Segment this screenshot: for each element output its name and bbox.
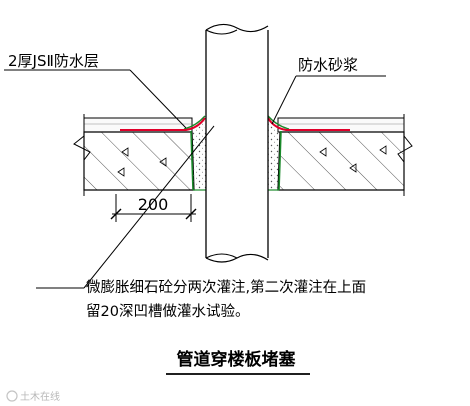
leader-grout-note: 微膨胀细石砼分两次灌注,第二次灌注在上面 留20深凹槽做灌水试验。 [36, 125, 366, 320]
pipe [205, 23, 269, 263]
leader-mortar: 防水砂浆 [271, 56, 386, 125]
dimension-label: 200 [138, 195, 169, 214]
micro-expansion-grout [183, 115, 290, 191]
leader-membrane: 2厚JSⅡ防水层 [4, 52, 187, 129]
diagram-title: 管道穿楼板堵塞 [166, 349, 310, 375]
membrane-label: 2厚JSⅡ防水层 [8, 52, 99, 70]
left-floor-slab [73, 114, 195, 196]
dimension-200: 200 [110, 194, 197, 222]
watermark: 土木在线 [6, 390, 60, 403]
title-text: 管道穿楼板堵塞 [177, 349, 297, 370]
watermark-logo-icon [6, 390, 18, 402]
mortar-label: 防水砂浆 [298, 56, 358, 74]
grout-note-line1: 微膨胀细石砼分两次灌注,第二次灌注在上面 [86, 278, 366, 296]
waterproof-membrane [120, 117, 350, 131]
right-floor-slab [277, 114, 413, 196]
grout-note-line2: 留20深凹槽做灌水试验。 [86, 303, 249, 320]
watermark-text: 土木在线 [20, 390, 60, 403]
